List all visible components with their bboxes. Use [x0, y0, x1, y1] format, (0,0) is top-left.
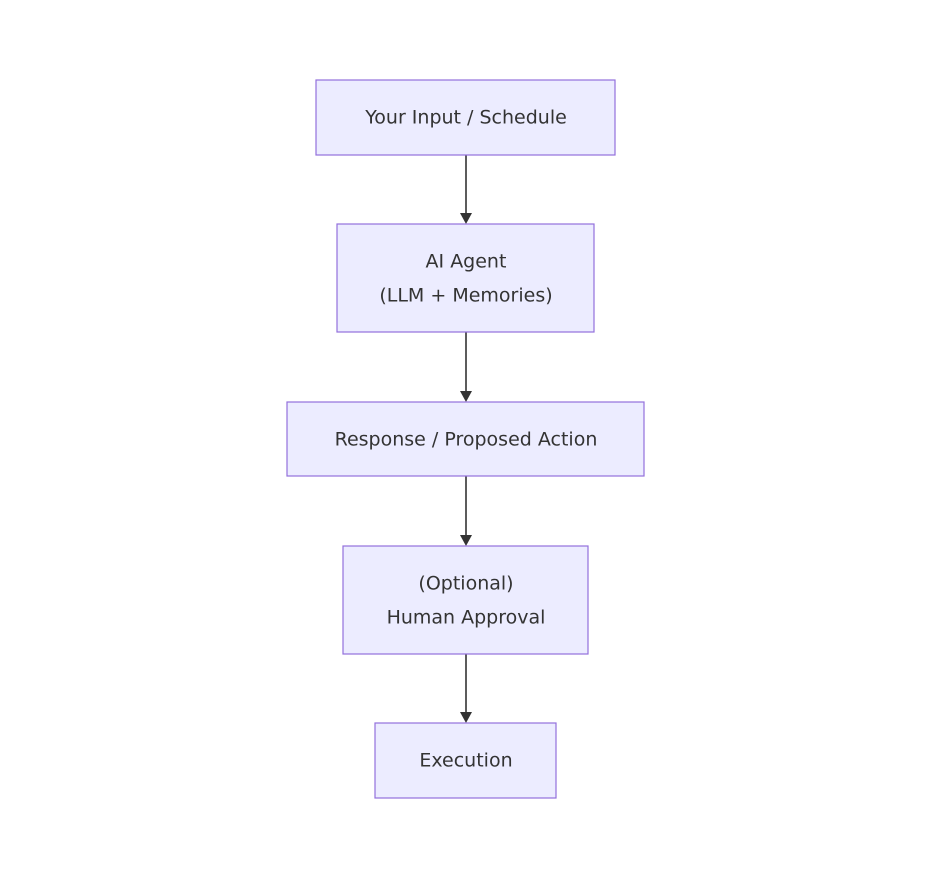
node-approval-label-line2: Human Approval [387, 607, 546, 629]
node-input-label: Your Input / Schedule [364, 107, 567, 129]
node-execution-label: Execution [419, 750, 512, 772]
node-response-label: Response / Proposed Action [335, 429, 598, 451]
node-execution: Execution [374, 722, 557, 799]
edge-response-to-approval [460, 476, 472, 546]
node-input: Your Input / Schedule [315, 79, 616, 156]
node-agent-label-line1: AI Agent [426, 251, 507, 273]
node-response: Response / Proposed Action [286, 401, 645, 477]
edge-agent-to-response [460, 332, 472, 402]
edge-input-to-agent [460, 155, 472, 224]
node-agent-label-line2: (LLM + Memories) [379, 285, 552, 307]
node-approval-label-line1: (Optional) [418, 573, 513, 595]
node-approval: (Optional) Human Approval [342, 545, 589, 655]
node-agent: AI Agent (LLM + Memories) [336, 223, 595, 333]
edge-approval-to-execution [460, 654, 472, 723]
